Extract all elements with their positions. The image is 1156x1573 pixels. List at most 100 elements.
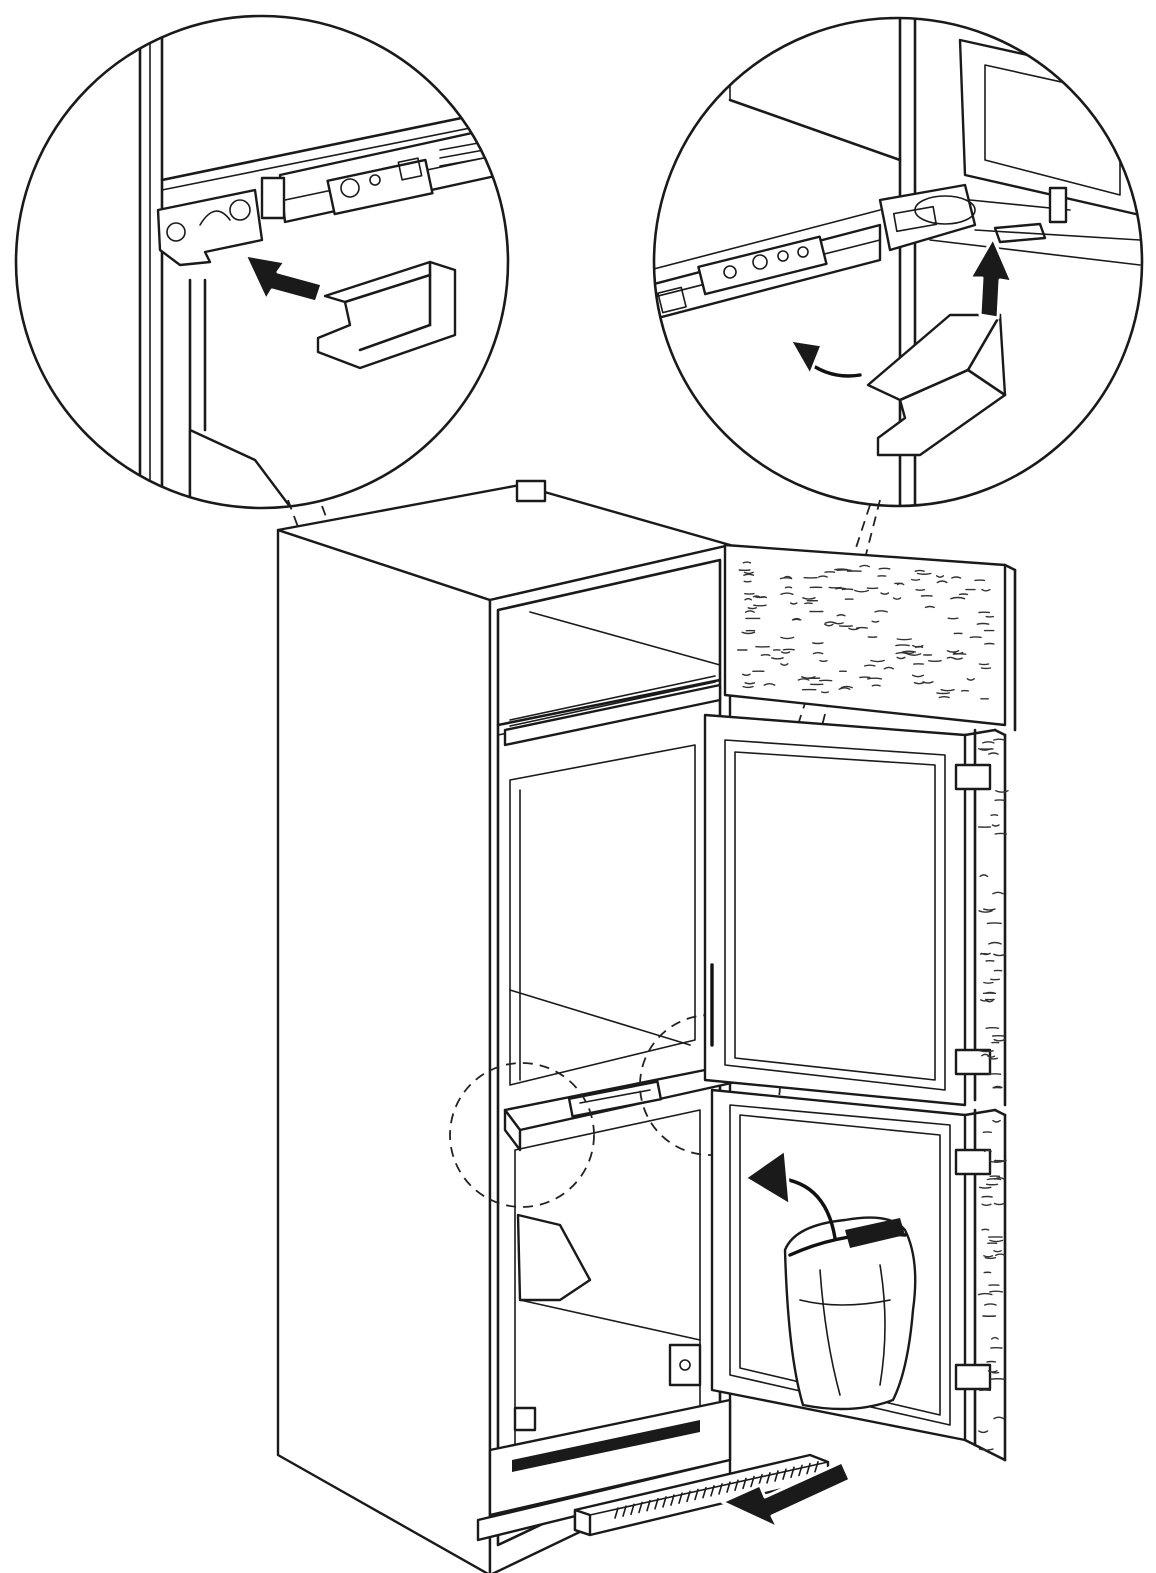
panel-texture-stroke — [981, 588, 991, 592]
panel-texture-stroke — [979, 874, 989, 877]
panel-texture-stroke — [742, 685, 754, 689]
upper-door — [703, 713, 1009, 1107]
grille-slot — [686, 1490, 691, 1503]
panel-texture-stroke — [979, 1050, 994, 1053]
panel-texture-stroke — [983, 908, 996, 911]
panel-texture-stroke — [984, 1257, 997, 1260]
panel-texture-stroke — [995, 790, 1009, 793]
panel-texture-stroke — [779, 577, 793, 580]
panel-texture-stroke — [978, 1448, 994, 1451]
top-vent-slots — [509, 675, 716, 727]
panel-texture-stroke — [874, 610, 888, 613]
grille-slot — [766, 1472, 771, 1484]
panel-texture-stroke — [834, 568, 849, 571]
grille-slot — [742, 1477, 747, 1490]
panel-texture-stroke — [988, 941, 1002, 945]
grille-slot — [678, 1492, 683, 1504]
panel-texture-stroke — [989, 1290, 1004, 1293]
panel-texture-stroke — [991, 824, 1000, 827]
panel-texture-stroke — [985, 1027, 1000, 1029]
panel-texture-stroke — [840, 685, 853, 689]
panel-texture-stroke — [866, 677, 883, 680]
panel-texture-stroke — [977, 1292, 993, 1296]
panel-texture-stroke — [895, 644, 910, 647]
grille-slot — [630, 1503, 635, 1516]
panel-texture-stroke — [836, 614, 846, 617]
panel-texture-stroke — [743, 580, 752, 583]
grille-slot — [806, 1462, 811, 1475]
panel-texture-stroke — [916, 572, 932, 575]
panel-texture-stroke — [981, 1195, 993, 1198]
panel-texture-stroke — [994, 1177, 1005, 1180]
panel-texture-stroke — [936, 575, 945, 578]
grille-slot — [782, 1468, 787, 1480]
panel-texture-stroke — [912, 644, 924, 648]
lift-cover-arrow — [968, 236, 1014, 320]
panel-texture-stroke — [987, 1370, 998, 1373]
grille-slot — [734, 1479, 739, 1492]
panel-texture-stroke — [824, 623, 834, 627]
panel-texture-stroke — [978, 663, 990, 666]
panel-texture-stroke — [978, 748, 992, 751]
panel-texture-stroke — [871, 620, 880, 623]
panel-texture-stroke — [780, 636, 795, 640]
panel-texture-stroke — [993, 1250, 1002, 1253]
remove-bag-arrow — [743, 1148, 837, 1240]
hinge-cover-removal-detail — [14, 14, 510, 510]
panel-texture-stroke — [984, 642, 995, 645]
panel-texture-stroke — [946, 650, 960, 653]
grille-slot — [790, 1466, 795, 1479]
panel-texture-stroke — [783, 575, 792, 579]
panel-texture-stroke — [993, 1039, 1006, 1042]
hinge-cover-part — [866, 313, 1007, 457]
panel-texture-stroke — [754, 596, 766, 599]
panel-texture-stroke — [958, 593, 969, 596]
panel-texture-stroke — [986, 1177, 1002, 1181]
panel-texture-stroke — [914, 569, 925, 572]
panel-texture-stroke — [938, 696, 950, 699]
panel-texture-stroke — [801, 676, 816, 679]
panel-texture-stroke — [985, 991, 995, 994]
panel-texture-stroke — [992, 891, 1004, 895]
panel-texture-stroke — [892, 597, 902, 600]
panel-texture-stroke — [741, 631, 756, 635]
panel-texture-stroke — [983, 981, 994, 984]
panel-texture-stroke — [992, 1119, 1001, 1123]
top-decor-panel — [723, 543, 1017, 732]
built-in-fridge-cabinet — [276, 479, 747, 1573]
panel-texture-stroke — [896, 582, 905, 586]
panel-texture-stroke — [895, 651, 911, 655]
panel-texture-stroke — [901, 650, 917, 653]
panel-texture-stroke — [978, 1430, 989, 1434]
panel-texture-stroke — [752, 595, 761, 598]
panel-texture-stroke — [743, 571, 754, 575]
panel-texture-stroke — [780, 592, 794, 595]
panel-texture-stroke — [880, 592, 890, 595]
panel-texture-stroke — [993, 738, 1006, 741]
hinge-cover-fitting-detail — [652, 16, 1144, 508]
grille-slot — [750, 1475, 755, 1488]
panel-texture-stroke — [870, 659, 885, 663]
push-cover-arrow — [243, 253, 324, 304]
panel-texture-stroke — [784, 586, 793, 589]
panel-texture-stroke — [802, 597, 816, 600]
plinth-vent-slot — [512, 1420, 700, 1472]
panel-texture-stroke — [896, 638, 912, 641]
panel-texture-stroke — [983, 1149, 992, 1153]
panel-texture-stroke — [981, 1203, 992, 1207]
panel-texture-stroke — [896, 656, 906, 660]
panel-texture-stroke — [747, 607, 757, 610]
panel-texture-stroke — [988, 1057, 998, 1060]
panel-texture-stroke — [864, 664, 876, 667]
grille-slot — [614, 1507, 619, 1519]
grille-slot — [798, 1464, 803, 1477]
grille-slot — [670, 1494, 675, 1506]
grille-slot — [694, 1488, 699, 1501]
grille-slot — [662, 1496, 667, 1508]
panel-texture-stroke — [952, 657, 963, 660]
panel-texture-stroke — [991, 1336, 999, 1340]
grille-slot — [646, 1499, 651, 1512]
panel-texture-stroke — [978, 1186, 992, 1189]
